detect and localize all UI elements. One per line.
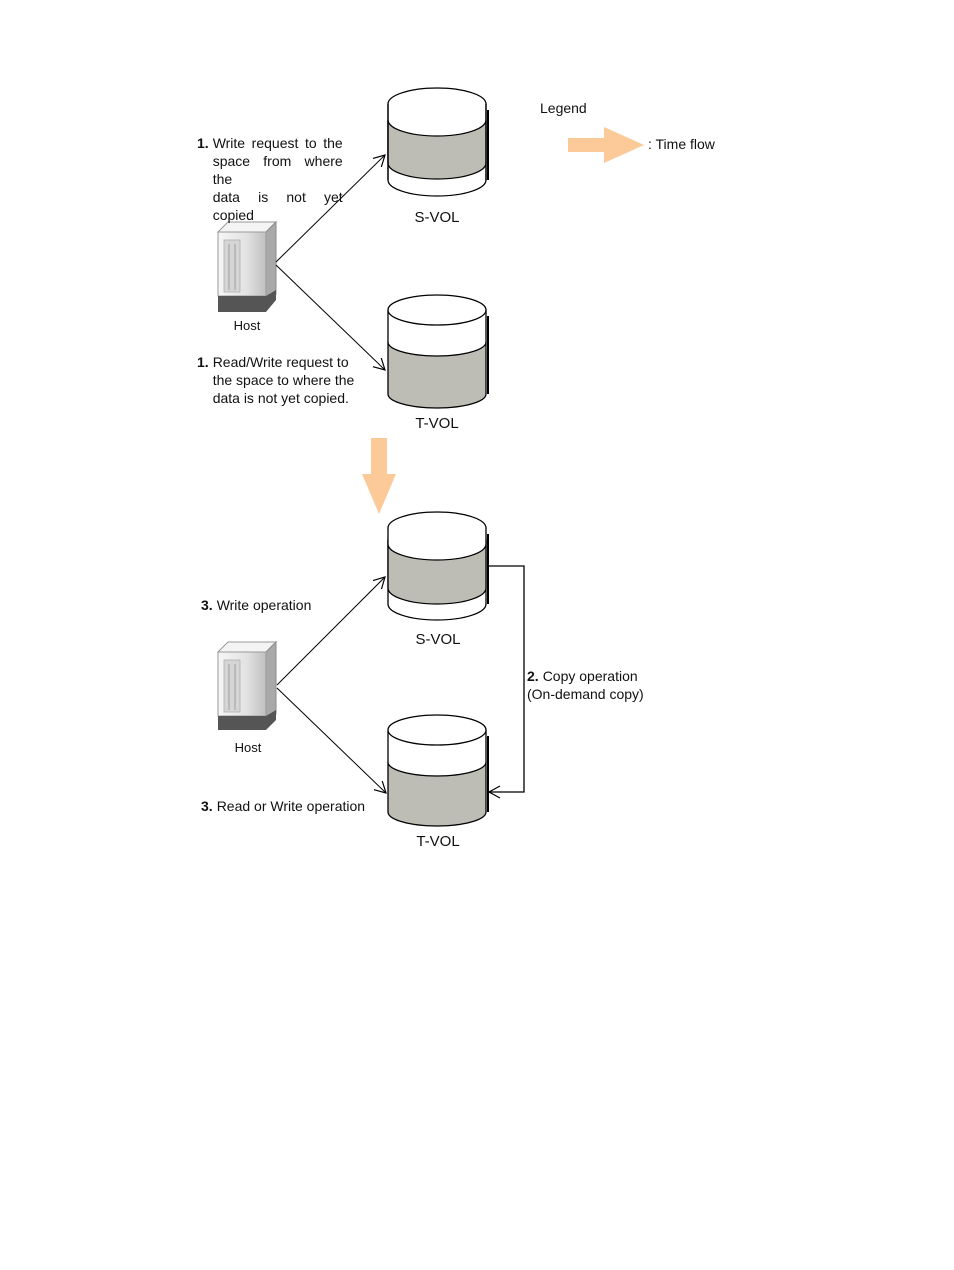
note-write-operation: 3. Write operation [201, 596, 311, 614]
note-readwrite-operation-text: Read or Write operation [217, 797, 365, 815]
note-write-request: 1. Write request to the space from where… [197, 134, 343, 224]
svol-bottom-cylinder-icon [388, 512, 488, 620]
arrow-host-to-svol-bottom [277, 577, 385, 685]
step-number: 1. [197, 134, 209, 224]
tvol-top-label: T-VOL [397, 415, 477, 432]
tvol-bottom-cylinder-icon [388, 715, 488, 826]
time-flow-down-arrow-icon [362, 438, 396, 514]
step-number: 3. [201, 797, 213, 815]
note-write-operation-text: Write operation [217, 596, 312, 614]
note-write-request-text: Write request to the space from where th… [213, 134, 343, 224]
host-top-server-icon [218, 222, 276, 312]
host-bottom-server-icon [218, 642, 276, 730]
tvol-top-cylinder-icon [388, 295, 488, 408]
note-readwrite-operation: 3. Read or Write operation [201, 797, 365, 815]
note-readwrite-request: 1. Read/Write request to the space to wh… [197, 353, 354, 407]
host-bottom-label: Host [218, 740, 278, 755]
note-copy-operation: 2. Copy operation (On-demand copy) [527, 667, 644, 703]
svol-top-cylinder-icon [388, 88, 488, 196]
svol-bottom-label: S-VOL [398, 631, 478, 648]
legend-time-flow-arrow-icon [568, 127, 644, 163]
step-number: 2. [527, 667, 539, 685]
note-copy-operation-line2: (On-demand copy) [527, 685, 644, 703]
note-readwrite-request-text: Read/Write request to the space to where… [213, 353, 355, 407]
legend-title: Legend [540, 99, 587, 117]
copy-connector-arrow [488, 566, 524, 792]
host-top-label: Host [217, 318, 277, 333]
note-copy-operation-line1: Copy operation [543, 667, 638, 685]
step-number: 3. [201, 596, 213, 614]
tvol-bottom-label: T-VOL [398, 833, 478, 850]
arrow-host-to-tvol-bottom [277, 688, 386, 793]
svol-top-label: S-VOL [397, 209, 477, 226]
step-number: 1. [197, 353, 209, 407]
legend-time-flow-label: : Time flow [648, 135, 715, 153]
